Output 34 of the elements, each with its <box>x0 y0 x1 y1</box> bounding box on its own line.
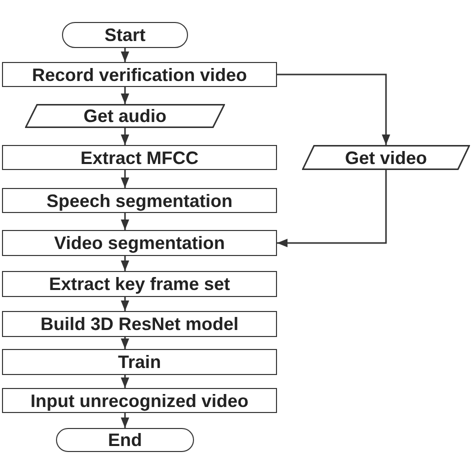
process-box <box>2 311 277 337</box>
step-label: Video segmentation <box>54 234 225 252</box>
process-box <box>2 188 277 213</box>
arrow <box>120 87 130 104</box>
arrow <box>120 413 130 428</box>
step-label: Train <box>118 353 161 371</box>
arrow <box>120 337 130 349</box>
terminal-box <box>56 428 194 452</box>
step-label: Get audio <box>83 107 166 125</box>
step-label: Extract key frame set <box>48 275 230 293</box>
arrow <box>120 375 130 388</box>
step-label: Build 3D ResNet model <box>40 315 239 333</box>
arrow <box>277 170 387 248</box>
step-label: End <box>108 431 142 449</box>
process-box <box>2 388 277 413</box>
arrow <box>120 128 130 145</box>
process-box <box>2 145 277 170</box>
process-box <box>2 349 277 375</box>
step-label: Start <box>104 26 146 44</box>
process-box <box>2 62 277 87</box>
terminal-box <box>62 22 188 48</box>
arrow <box>120 256 130 271</box>
arrow <box>277 74 390 145</box>
process-box <box>2 271 277 297</box>
arrow <box>120 297 130 311</box>
step-label: Speech segmentation <box>46 192 233 210</box>
arrow <box>120 213 130 230</box>
arrow <box>120 48 130 62</box>
step-label: Extract MFCC <box>80 148 199 166</box>
step-label: Record verification video <box>32 66 248 84</box>
arrow <box>120 170 130 188</box>
step-label: Get video <box>344 148 428 166</box>
process-box <box>2 230 277 256</box>
step-label: Input unrecognized video <box>30 392 248 410</box>
